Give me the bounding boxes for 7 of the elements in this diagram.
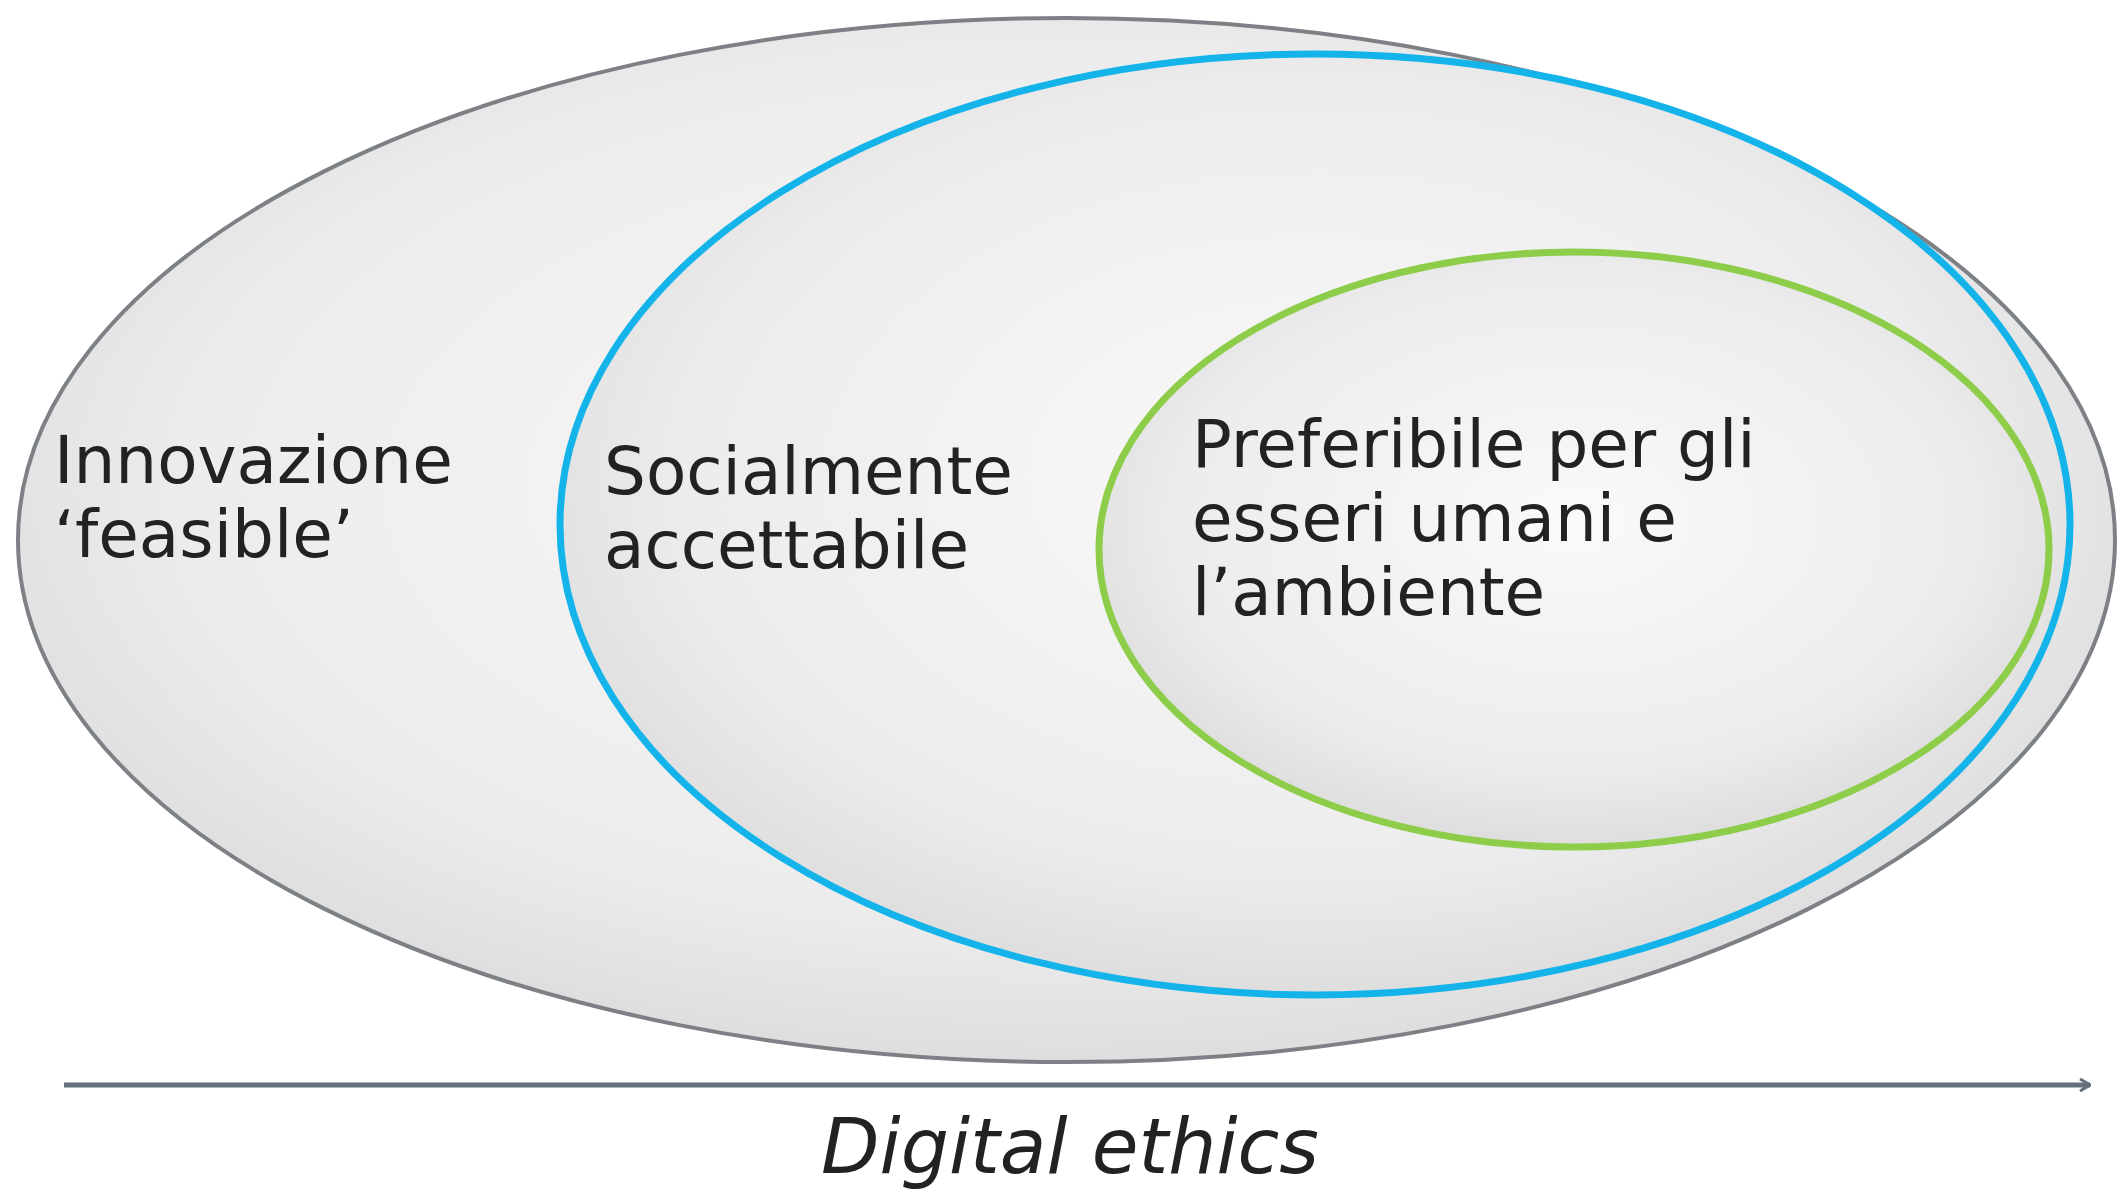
ellipse-label: Preferibile per gli esseri umani e l’ambiente [1192, 408, 1757, 630]
inner-ellipse [1095, 248, 2053, 851]
outer-ellipse [14, 14, 2119, 1066]
axis-label: Digital ethics [820, 1102, 1320, 1191]
ellipse-label: Innovazione ‘feasible’ [54, 424, 454, 572]
ellipse-label: Socialmente accettabile [604, 435, 1014, 583]
middle-ellipse [556, 50, 2074, 999]
